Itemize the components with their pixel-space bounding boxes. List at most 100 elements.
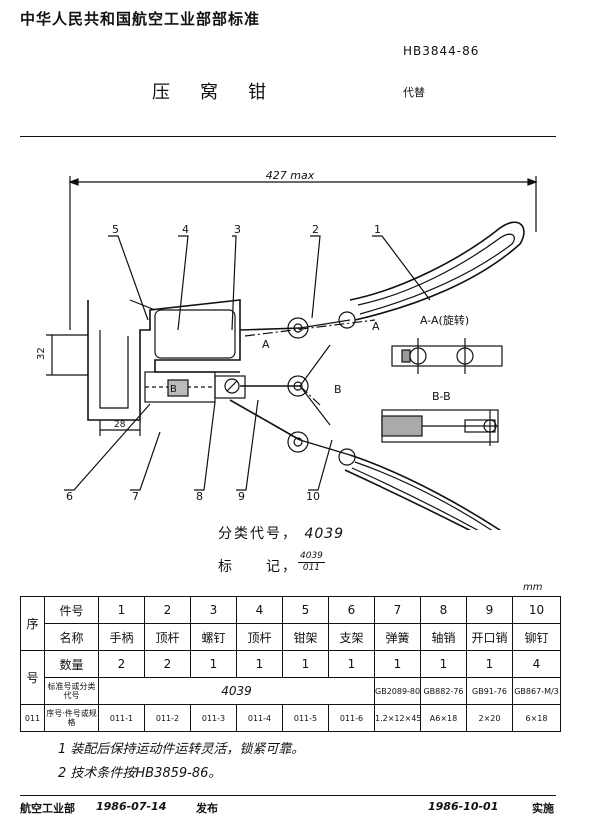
table-cell: 5 — [282, 596, 329, 624]
callout-9: 9 — [238, 490, 245, 503]
row-seq-no: 011 — [20, 704, 45, 732]
table-row: 号 数量 2 2 1 1 1 1 1 1 1 4 — [20, 650, 561, 705]
classification-code-label: 分类代号 — [218, 526, 282, 542]
table-cell: 铆钉 — [512, 623, 561, 651]
callout-4: 4 — [182, 223, 189, 236]
lower-handle — [344, 454, 502, 530]
table-cell: 2 — [144, 650, 191, 678]
row-label-std: 标准号或分类代号 — [44, 677, 99, 705]
classification-code-value: 4039 — [304, 526, 345, 542]
table-cell: 6×18 — [512, 704, 561, 732]
table-cell: 011-4 — [236, 704, 283, 732]
table-row: 名称 手柄 顶杆 螺钉 顶杆 钳架 支架 弹簧 轴销 开口销 铆钉 — [21, 623, 561, 651]
callout-10: 10 — [306, 490, 320, 503]
table-cell: 顶杆 — [236, 623, 283, 651]
dimension-32-label: 32 — [36, 347, 47, 360]
table-cell: 开口销 — [466, 623, 513, 651]
footer-effective-label: 实施 — [532, 802, 554, 815]
table-row: 011 序号·件号或规格 011-1 011-2 011-3 011-4 011… — [20, 704, 561, 732]
callout-7: 7 — [132, 490, 139, 503]
table-cell: 轴销 — [420, 623, 467, 651]
table-cell: 钳架 — [282, 623, 329, 651]
no-header: 号 — [20, 650, 45, 705]
row-label-part-no: 件号 — [44, 596, 99, 624]
marking-denominator: 011 — [302, 563, 321, 573]
table-cell: 011-1 — [98, 704, 145, 732]
section-a-marker-right: A — [372, 320, 380, 333]
callout-6: 6 — [66, 490, 73, 503]
marking-fraction: 4039 011 — [298, 551, 325, 574]
footer-issuer: 航空工业部 — [20, 802, 75, 815]
footer-issue-label: 发布 — [196, 802, 218, 815]
table-cell: 10 — [512, 596, 561, 624]
table-cell: GB882-76 — [420, 677, 467, 705]
table-cell: 1 — [98, 596, 145, 624]
table-cell: 9 — [466, 596, 513, 624]
table-cell: 1 — [466, 650, 513, 678]
marking-numerator: 4039 — [298, 551, 325, 563]
callout-3: 3 — [234, 223, 241, 236]
table-cell: 011-5 — [282, 704, 329, 732]
table-cell: 支架 — [328, 623, 375, 651]
footer-rule — [20, 795, 556, 796]
table-cell: GB91-76 — [466, 677, 513, 705]
table-cell: 4 — [236, 596, 283, 624]
callout-5: 5 — [112, 223, 119, 236]
table-cell: 1 — [190, 650, 237, 678]
seq-header: 序 — [20, 596, 45, 651]
table-cell: GB2089-80 — [374, 677, 421, 705]
dimension-overall-label: 427 max — [266, 169, 315, 182]
row-label-qty: 数量 — [44, 650, 99, 678]
table-cell: 4 — [512, 650, 561, 678]
table-cell: 1 — [420, 650, 467, 678]
header-rule — [20, 136, 556, 137]
table-row: 标准号或分类代号 4039 GB2089-80 GB882-76 GB91-76… — [21, 677, 561, 705]
standard-code: HB3844-86 — [403, 44, 480, 58]
section-a-marker-left: A — [262, 338, 270, 351]
table-row: 序 件号 1 2 3 4 5 6 7 8 9 10 — [20, 596, 561, 651]
view-bb-label: B-B — [432, 390, 451, 403]
table-cell: 顶杆 — [144, 623, 191, 651]
table-cell: 螺钉 — [190, 623, 237, 651]
table-cell: 1 — [328, 650, 375, 678]
section-b-marker: B — [334, 383, 342, 396]
table-cell: 6 — [328, 596, 375, 624]
pivot-middle — [287, 375, 309, 397]
table-cell: 3 — [190, 596, 237, 624]
callout-2: 2 — [312, 223, 319, 236]
upper-handle — [349, 221, 525, 321]
pivot-lower — [287, 431, 309, 453]
callout-1: 1 — [374, 223, 381, 236]
marking-label: 标 记 — [218, 559, 282, 575]
table-cell: GB867-M/3 — [512, 677, 561, 705]
section-aa-view — [391, 345, 503, 367]
table-cell: 2 — [144, 596, 191, 624]
table-cell: 2×20 — [466, 704, 513, 732]
table-cell: 011-2 — [144, 704, 191, 732]
row-label-spec: 序号·件号或规格 — [44, 704, 99, 732]
unit-label: mm — [523, 582, 543, 593]
parts-table: 序 件号 1 2 3 4 5 6 7 8 9 10 名称 手柄 顶杆 螺钉 顶杆… — [20, 596, 561, 732]
view-aa-label: A-A(旋转) — [420, 313, 469, 327]
table-cell: 7 — [374, 596, 421, 624]
table-cell: 1 — [236, 650, 283, 678]
note-1: 1 装配后保持运动件运转灵活，锁紧可靠。 — [58, 742, 305, 757]
replaces-label: 代替 — [403, 86, 425, 99]
dimension-28-label: 28 — [114, 420, 126, 430]
table-cell: 弹簧 — [374, 623, 421, 651]
standard-issuer-title: 中华人民共和国航空工业部部标准 — [20, 10, 261, 28]
table-cell: 1 — [282, 650, 329, 678]
callout-8: 8 — [196, 490, 203, 503]
row-label-name: 名称 — [44, 623, 99, 651]
shared-std-code: 4039 — [98, 677, 375, 705]
section-b-inner-label: B — [170, 384, 177, 395]
table-cell: 011-3 — [190, 704, 237, 732]
footer-effective-date: 1986-10-01 — [428, 800, 499, 813]
table-cell: 2 — [98, 650, 145, 678]
table-cell: A6×18 — [420, 704, 467, 732]
table-cell: 011-6 — [328, 704, 375, 732]
technical-drawing: 427 max 32 28 A A B B A-A(旋转) B-B 5 4 3 … — [36, 169, 538, 530]
table-cell: 8 — [420, 596, 467, 624]
note-2: 2 技术条件按HB3859-86。 — [58, 766, 222, 781]
table-cell: 1 — [374, 650, 421, 678]
